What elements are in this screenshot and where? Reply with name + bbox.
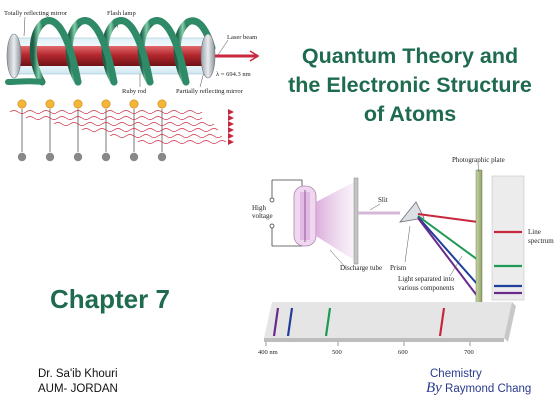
label-line-spectrum-1: Line	[528, 228, 541, 236]
mirror-right	[200, 33, 216, 79]
label-photographic-plate: Photographic plate	[452, 156, 505, 164]
title-line-3: of Atoms	[363, 102, 457, 126]
dispersed-rays	[417, 213, 479, 298]
book-author: Raymond Chang	[445, 383, 532, 395]
by-label: By	[426, 380, 442, 396]
ruby-laser-figure: Totally reflecting mirror Flash lamp Las…	[4, 10, 260, 162]
scale-tick-600: 600	[398, 349, 408, 356]
mirror-left	[6, 33, 22, 79]
label-light-separated-2: various components	[398, 284, 454, 292]
label-light-separated-1: Light separated into	[398, 275, 454, 283]
book-credit: Chemistry By Raymond Chang	[426, 367, 532, 397]
slide-title: Quantum Theory and the Electronic Struct…	[262, 42, 558, 129]
light-cone	[316, 182, 354, 260]
scale-tick-500: 500	[332, 349, 342, 356]
label-flash-lamp: Flash lamp	[107, 10, 136, 17]
spectrum-strip: 400 nm 500 600 700	[258, 302, 516, 356]
author-name: Dr. Sa'ib Khouri	[38, 368, 118, 380]
photographic-plate	[475, 169, 483, 306]
label-wavelength: λ = 694.3 nm	[216, 71, 251, 78]
label-mirror-right: Partially reflecting mirror	[176, 88, 244, 95]
label-mirror-left: Totally reflecting mirror	[4, 10, 68, 17]
line-spectrum-figure: Photographic plate High voltage Slit Pri…	[252, 156, 554, 356]
label-prism: Prism	[390, 264, 407, 272]
label-high-voltage-2: voltage	[252, 212, 273, 220]
title-line-1: Quantum Theory and	[301, 44, 519, 68]
label-high-voltage-1: High	[252, 204, 267, 212]
line-spectrum-panel	[491, 175, 525, 301]
label-laser-beam: Laser beam	[227, 34, 257, 41]
label-discharge-tube: Discharge tube	[340, 264, 382, 272]
chapter-heading: Chapter 7	[50, 284, 170, 314]
scale-tick-400: 400 nm	[258, 349, 278, 356]
author-block: Dr. Sa'ib Khouri AUM- JORDAN	[38, 367, 118, 397]
author-affiliation: AUM- JORDAN	[38, 383, 118, 395]
scale-tick-700: 700	[464, 349, 474, 356]
title-line-2: the Electronic Structure	[288, 73, 532, 97]
book-title: Chemistry	[430, 368, 482, 380]
label-ruby-rod: Ruby rod	[122, 88, 147, 95]
label-slit: Slit	[378, 196, 388, 204]
slit	[353, 177, 359, 265]
label-line-spectrum-2: spectrum	[528, 237, 554, 245]
stimulated-emission-diagram	[9, 99, 234, 162]
